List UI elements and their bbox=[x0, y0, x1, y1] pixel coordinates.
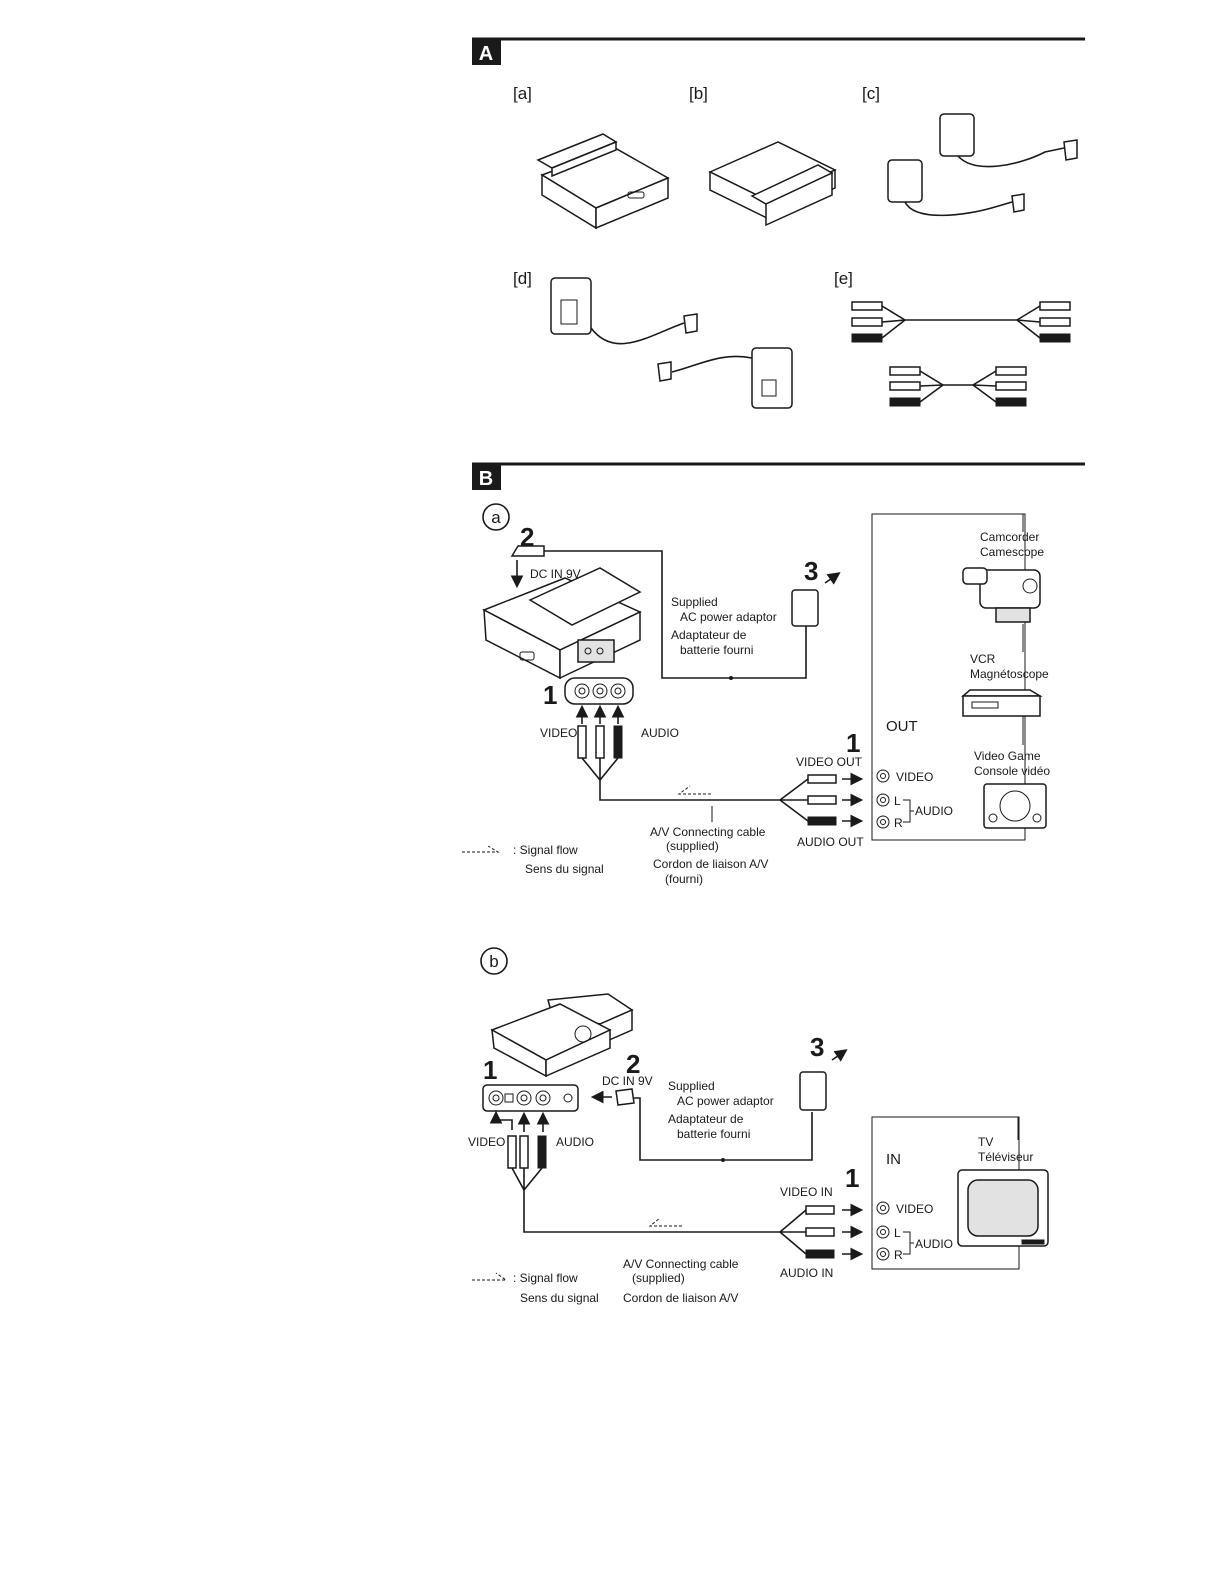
tv-label-fr: Téléviseur bbox=[978, 1150, 1033, 1164]
section-b: B bbox=[472, 462, 1085, 490]
jack-video-label-b: VIDEO bbox=[896, 1202, 933, 1216]
dc-in-label: DC IN 9V bbox=[530, 567, 581, 581]
adaptor-label-en1: Supplied bbox=[671, 595, 718, 609]
step-3-label-b: 3 bbox=[810, 1032, 824, 1062]
adaptor-label-en2-b: AC power adaptor bbox=[677, 1094, 774, 1108]
charger-unit-illustration bbox=[482, 567, 642, 680]
step-2-label: 2 bbox=[520, 522, 534, 552]
step-1-left-label-b: 1 bbox=[483, 1055, 497, 1085]
video-out-label: VIDEO OUT bbox=[796, 755, 863, 769]
charger-a-illustration bbox=[536, 133, 670, 230]
camcorder-label-fr: Camescope bbox=[980, 545, 1044, 559]
vcr-label-en: VCR bbox=[970, 652, 996, 666]
item-a-label: [a] bbox=[513, 84, 532, 103]
tv-label-en: TV bbox=[978, 1135, 993, 1149]
signal-flow-arrow bbox=[677, 785, 711, 795]
step-1-left-label: 1 bbox=[543, 680, 557, 710]
vcr-label-fr: Magnétoscope bbox=[970, 667, 1049, 681]
item-c-label: [c] bbox=[862, 84, 880, 103]
legend-signal-en-b: : Signal flow bbox=[513, 1271, 578, 1285]
video-label: VIDEO bbox=[540, 726, 577, 740]
audio-label-b: AUDIO bbox=[556, 1135, 594, 1149]
legend-signal-fr: Sens du signal bbox=[525, 862, 604, 876]
cable-label-en1: A/V Connecting cable bbox=[650, 825, 766, 839]
diagram-a: a 2 DC IN 9V 3 Supplied AC power adaptor… bbox=[462, 503, 1050, 886]
diagram-b: b 1 2 DC IN 9V 3 Supplied AC power adapt… bbox=[468, 947, 1049, 1305]
video-label-b: VIDEO bbox=[468, 1135, 505, 1149]
av-cables-e-illustration bbox=[851, 301, 1071, 407]
legend-signal-fr-b: Sens du signal bbox=[520, 1291, 599, 1305]
signal-flow-arrow-b bbox=[648, 1217, 682, 1227]
cable-label-fr1: Cordon de liaison A/V bbox=[653, 857, 768, 871]
cable-label-en1-b: A/V Connecting cable bbox=[623, 1257, 739, 1271]
tv-icon bbox=[957, 1169, 1049, 1247]
in-label: IN bbox=[886, 1151, 901, 1168]
section-b-badge-text: B bbox=[479, 468, 493, 490]
dc-in-label-b: DC IN 9V bbox=[602, 1074, 653, 1088]
adaptor-label-fr2: batterie fourni bbox=[680, 643, 753, 657]
adaptor-d-illustration bbox=[550, 277, 793, 409]
legend-signal-arrow bbox=[462, 845, 500, 853]
charger-unit-b-illustration bbox=[490, 993, 634, 1078]
adaptor-label-fr2-b: batterie fourni bbox=[677, 1127, 750, 1141]
step-2-label-b: 2 bbox=[626, 1049, 640, 1079]
camcorder-label-en: Camcorder bbox=[980, 530, 1039, 544]
diagram-b-marker: b bbox=[489, 952, 498, 971]
ac-adaptor-icon bbox=[791, 589, 819, 627]
audio-label: AUDIO bbox=[641, 726, 679, 740]
game-label-en: Video Game bbox=[974, 749, 1041, 763]
step-1-right-label: 1 bbox=[846, 728, 860, 758]
audio-in-label: AUDIO IN bbox=[780, 1266, 833, 1280]
ac-adaptor-icon-b bbox=[799, 1071, 827, 1111]
jack-audio-label-b: AUDIO bbox=[915, 1237, 953, 1251]
adaptor-label-en2: AC power adaptor bbox=[680, 610, 777, 624]
jack-video-label: VIDEO bbox=[896, 770, 933, 784]
section-a-badge bbox=[472, 39, 501, 65]
legend-signal-en: : Signal flow bbox=[513, 843, 578, 857]
legend-signal-arrow-b bbox=[472, 1272, 508, 1281]
ac-adaptors-c-illustration bbox=[887, 113, 1078, 217]
diagram-a-marker: a bbox=[491, 508, 501, 527]
game-label-fr: Console vidéo bbox=[974, 764, 1050, 778]
video-in-label: VIDEO IN bbox=[780, 1185, 833, 1199]
adaptor-label-fr1: Adaptateur de bbox=[671, 628, 747, 642]
section-a: A [a] [b] [c] [d] [e] bbox=[472, 37, 1085, 409]
cable-label-en2-b: (supplied) bbox=[632, 1271, 685, 1285]
cable-label-fr2: (fourni) bbox=[665, 872, 703, 886]
cable-label-fr1-b: Cordon de liaison A/V bbox=[623, 1291, 738, 1305]
section-a-badge-text: A bbox=[479, 43, 493, 65]
jack-l-label-b: L bbox=[894, 1226, 901, 1240]
out-label: OUT bbox=[886, 718, 918, 735]
camcorder-icon bbox=[962, 567, 1041, 623]
jack-r-label-b: R bbox=[894, 1248, 903, 1262]
section-b-badge bbox=[472, 464, 501, 490]
jack-audio-label: AUDIO bbox=[915, 804, 953, 818]
vcr-icon bbox=[960, 689, 1043, 717]
audio-out-label: AUDIO OUT bbox=[797, 835, 864, 849]
item-d-label: [d] bbox=[513, 269, 532, 288]
charger-b-illustration bbox=[708, 141, 837, 227]
adaptor-label-fr1-b: Adaptateur de bbox=[668, 1112, 744, 1126]
jack-l-label: L bbox=[894, 794, 901, 808]
game-console-icon bbox=[983, 783, 1047, 829]
source-device-box bbox=[871, 513, 1026, 841]
item-b-label: [b] bbox=[689, 84, 708, 103]
jack-r-label: R bbox=[894, 816, 903, 830]
step-3-label: 3 bbox=[804, 556, 818, 586]
step-1-right-label-b: 1 bbox=[845, 1163, 859, 1193]
cable-label-en2: (supplied) bbox=[666, 839, 719, 853]
item-e-label: [e] bbox=[834, 269, 853, 288]
adaptor-label-en1-b: Supplied bbox=[668, 1079, 715, 1093]
